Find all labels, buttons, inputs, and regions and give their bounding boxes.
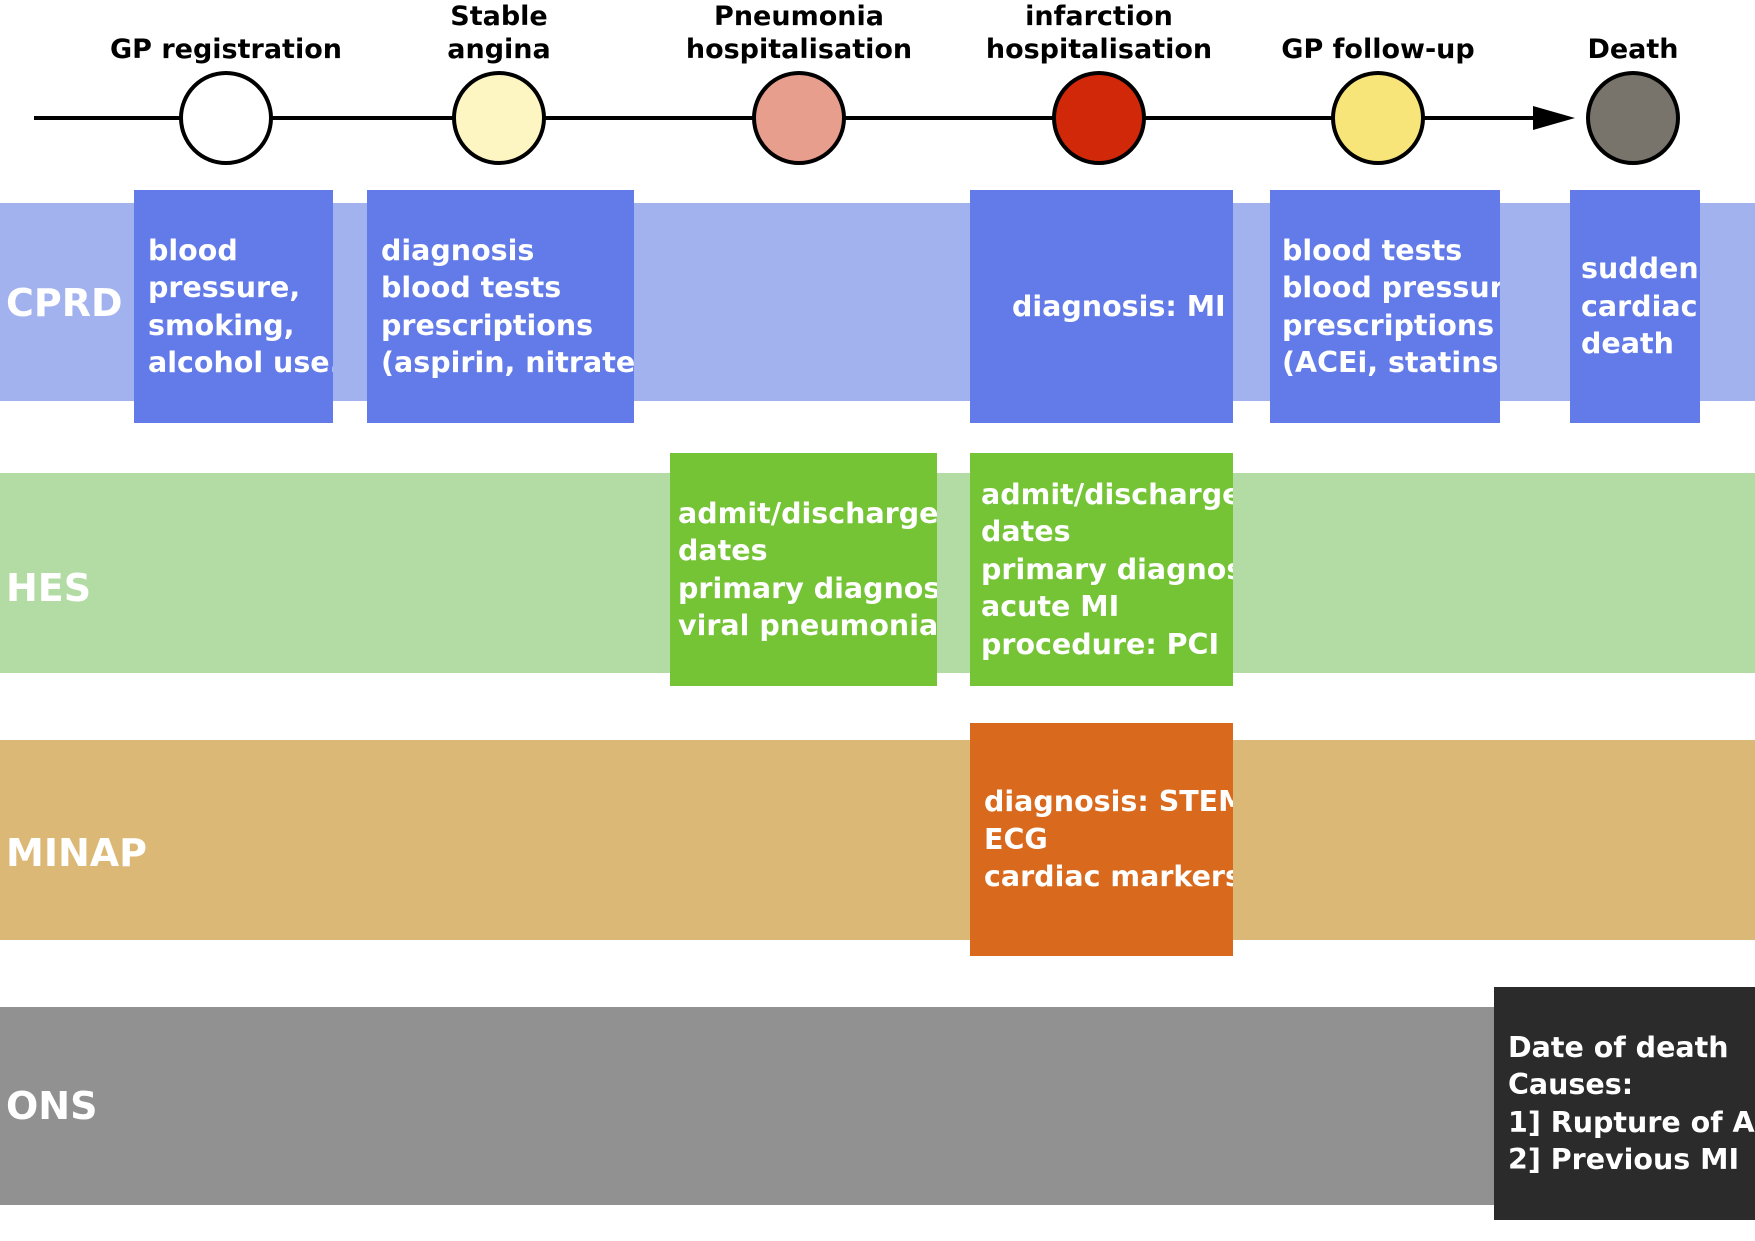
- event-marker-stable-angina: [452, 71, 546, 165]
- event-label-gp-registration: GP registration: [109, 34, 342, 65]
- cprd-box-gp-follow-up: blood tests blood pressure prescriptions (A…: [1270, 190, 1500, 423]
- box-line: acute MI: [981, 590, 1120, 624]
- event-label-stable-angina: Stable angina: [447, 1, 551, 65]
- cprd-box-gp-registration: blood pressure, smoking, alcohol use...: [134, 190, 333, 423]
- box-line: alcohol use...: [148, 346, 333, 379]
- box-line: Date of death: [1508, 1030, 1729, 1064]
- cprd-box-mi: diagnosis: MI: [970, 190, 1233, 423]
- box-line: pressure,: [148, 271, 301, 304]
- event-marker-mi-hospitalisation: [1052, 71, 1146, 165]
- event-marker-pneumonia-hospitalisation: [752, 71, 846, 165]
- box-line: admit/discharge: [981, 477, 1233, 511]
- box-line: 1] Rupture of AAA: [1508, 1105, 1755, 1139]
- event-label-gp-follow-up: GP follow-up: [1281, 34, 1475, 65]
- box-line: cardiac markers: [984, 860, 1233, 894]
- box-line: primary diagnosis:: [678, 571, 937, 605]
- box-line: (aspirin, nitrates): [381, 346, 634, 379]
- box-line: diagnosis: MI: [1012, 289, 1226, 323]
- box-line: blood pressure: [1282, 271, 1500, 304]
- box-line: dates: [678, 534, 768, 567]
- box-line: diagnosis: [381, 233, 535, 267]
- band-ons: ONS: [0, 1007, 1755, 1205]
- event-marker-gp-follow-up: [1331, 71, 1425, 165]
- box-line: blood tests: [381, 271, 562, 304]
- box-line: smoking,: [148, 308, 295, 342]
- event-marker-gp-registration: [179, 71, 273, 165]
- box-line: procedure: PCI: [981, 627, 1220, 661]
- cprd-box-stable-angina: diagnosis blood tests prescriptions (aspiri…: [367, 190, 634, 423]
- band-label-hes: HES: [6, 566, 92, 610]
- event-label-death: Death: [1587, 34, 1679, 65]
- box-line: blood tests: [1282, 233, 1463, 267]
- timeline: [34, 71, 1680, 165]
- box-line: diagnosis: STEMI: [984, 785, 1233, 819]
- band-label-minap: MINAP: [6, 831, 148, 875]
- box-line: ECG: [984, 822, 1048, 856]
- box-line: dates: [981, 515, 1071, 549]
- box-line: primary diagnosis:: [981, 552, 1233, 586]
- band-label-cprd: CPRD: [6, 281, 123, 325]
- event-marker-death: [1586, 71, 1680, 165]
- box-line: Causes:: [1508, 1068, 1634, 1101]
- box-line: (ACEi, statins): [1282, 346, 1500, 379]
- band-label-ons: ONS: [6, 1084, 98, 1128]
- timeline-arrowhead: [1533, 106, 1575, 130]
- box-line: sudden: [1581, 252, 1699, 286]
- box-line: prescriptions: [1282, 308, 1495, 342]
- box-line: blood: [148, 233, 238, 267]
- box-line: cardiac: [1581, 289, 1698, 323]
- box-line: death: [1581, 327, 1674, 361]
- band-minap: MINAP: [0, 740, 1755, 940]
- box-line: 2] Previous MI: [1508, 1143, 1740, 1176]
- box-line: prescriptions: [381, 308, 594, 342]
- event-label-pneumonia-hospitalisation: Pneumonia hospitalisation: [685, 1, 913, 65]
- hes-box-pneumonia: admit/discharge dates primary diagnosis: vi…: [670, 453, 937, 686]
- box-line: admit/discharge: [678, 496, 937, 530]
- box-line: viral pneumonia: [678, 609, 937, 642]
- event-label-mi-hospitalisation: Myocardial infarction hospitalisation: [985, 1, 1213, 65]
